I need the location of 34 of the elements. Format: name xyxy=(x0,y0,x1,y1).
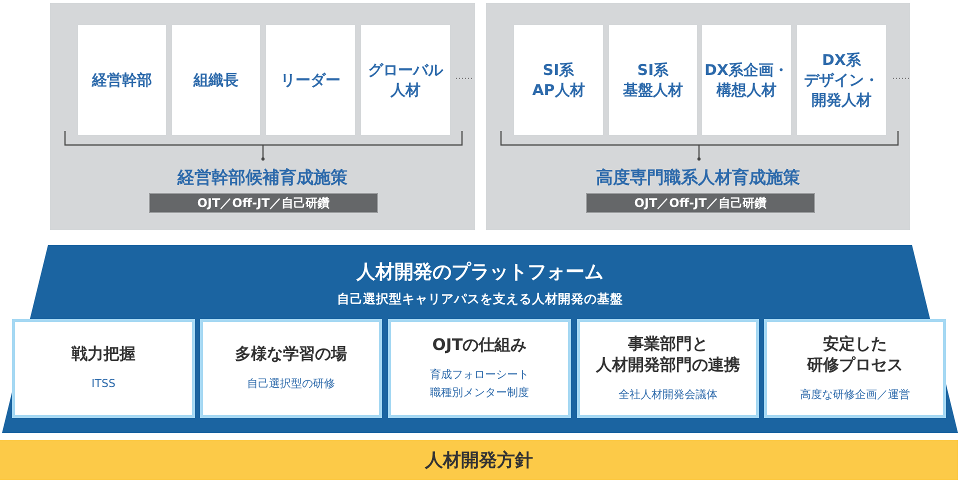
card-background xyxy=(577,319,759,418)
ellipsis: …… xyxy=(892,72,910,82)
card-background xyxy=(388,319,571,418)
panel-background xyxy=(50,3,475,230)
target-box: 経営幹部 xyxy=(78,25,166,135)
panel-heading: 経営幹部候補育成施策 xyxy=(176,167,348,189)
platform-title: 人材開発のプラットフォーム xyxy=(355,260,604,285)
panel-heading: 高度専門職系人材育成施策 xyxy=(595,167,801,189)
card-text: 自己選択型の研修 xyxy=(247,376,335,392)
card-heading: 多様な学習の場 xyxy=(235,343,347,365)
card-text: 全社人材開発会議体 xyxy=(618,386,718,403)
card-text: 育成フォローシート職種別メンター制度 xyxy=(430,366,529,402)
card-heading: 戦力把握 xyxy=(72,343,136,365)
target-box: SI系AP人材 xyxy=(514,25,603,135)
platform-subtitle: 自己選択型キャリアパスを支える人材開発の基盤 xyxy=(336,291,624,308)
target-box: SI系基盤人材 xyxy=(609,25,697,135)
method-band: OJT／Off-JT／自己研鑽 xyxy=(149,193,378,213)
card-text: 高度な研修企画／運営 xyxy=(800,386,910,403)
card-background xyxy=(764,319,946,418)
ellipsis: …… xyxy=(455,72,473,82)
target-box: DX系デザイン・開発人材 xyxy=(797,25,886,135)
target-box: グローバル人材 xyxy=(361,25,450,135)
card-background xyxy=(12,319,195,418)
method-band: OJT／Off-JT／自己研鑽 xyxy=(586,193,815,213)
target-box: 組織長 xyxy=(172,25,260,135)
card-background xyxy=(200,319,382,418)
target-box: DX系企画・構想人材 xyxy=(702,25,791,135)
target-box: リーダー xyxy=(266,25,355,135)
card-text: ITSS xyxy=(92,376,116,392)
card-heading: 事業部門と人材開発部門の連携 xyxy=(596,332,740,376)
card-heading: OJTの仕組み xyxy=(432,334,527,356)
policy-band: 人材開発方針 xyxy=(0,440,958,480)
card-heading: 安定した研修プロセス xyxy=(807,332,903,376)
panel-background xyxy=(486,3,910,230)
